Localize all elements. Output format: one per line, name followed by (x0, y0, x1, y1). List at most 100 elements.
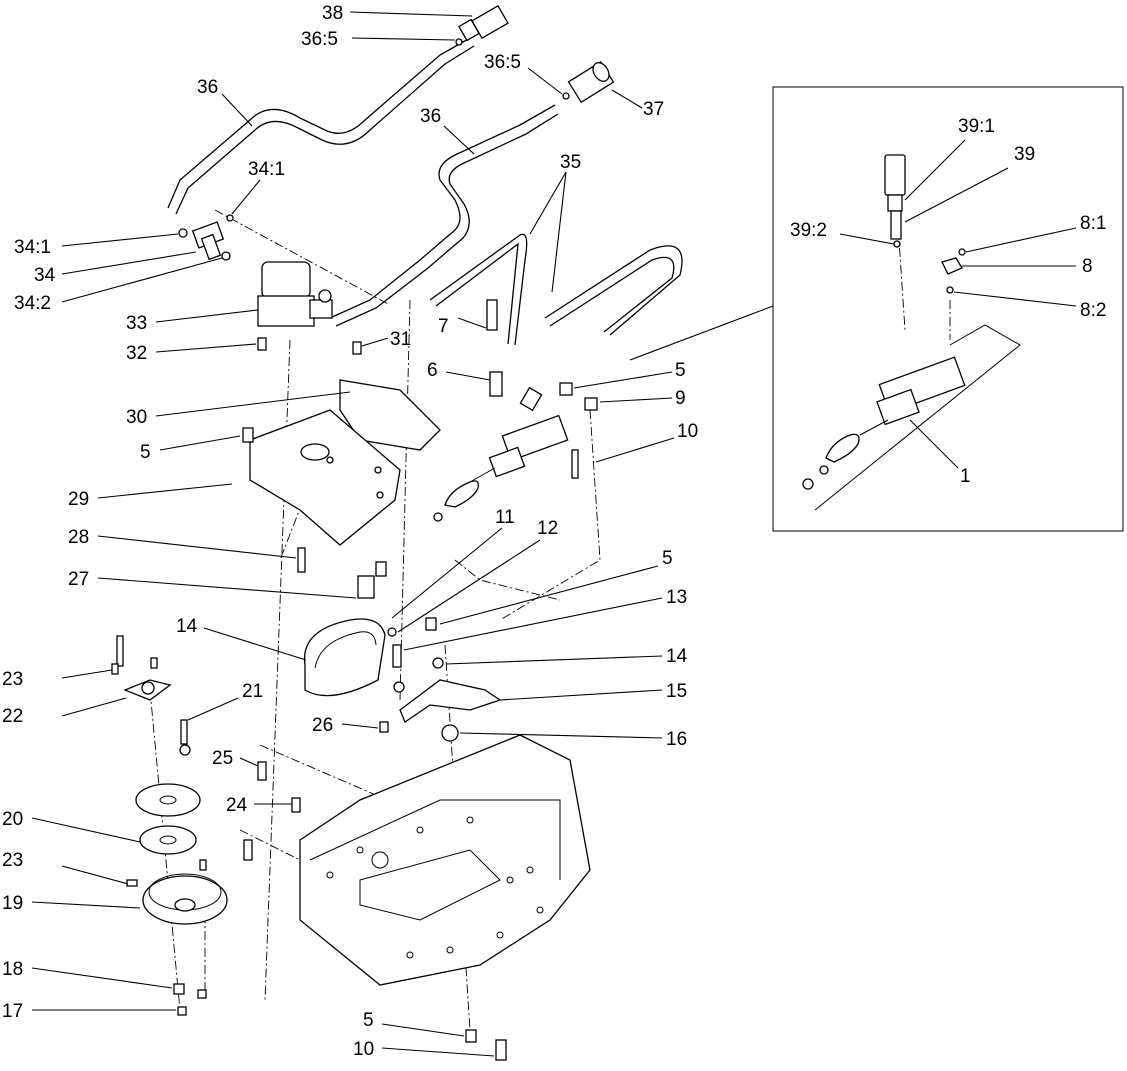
callout-1: 1 (960, 466, 971, 487)
callout-38: 38 (322, 3, 343, 24)
callout-8: 8 (1082, 256, 1093, 277)
nut-5-b (242, 427, 254, 443)
callout-7: 7 (438, 316, 449, 337)
callout-37: 37 (643, 99, 664, 120)
callout-22: 22 (2, 706, 23, 727)
bolt-base (243, 839, 253, 861)
bushing-16 (441, 724, 459, 742)
hose-35-b-inner (549, 256, 675, 333)
tee-fitting-34 (178, 214, 234, 261)
callout-29: 29 (68, 489, 89, 510)
callout-33: 33 (126, 313, 147, 334)
bolt-28 (297, 547, 306, 573)
hose-36-lower-inner (335, 113, 559, 327)
callout-20: 20 (2, 809, 23, 830)
sensor-bracket-22 (123, 679, 172, 701)
callout-17: 17 (2, 1001, 23, 1022)
inset-detail: 39:1 39 39:2 8:1 8 8:2 1 (629, 86, 1124, 532)
callout-34-1-top: 34:1 (248, 159, 285, 180)
hub-20 (135, 783, 201, 855)
callout-10-bottom: 10 (353, 1039, 374, 1060)
callout-28: 28 (68, 527, 89, 548)
callout-21: 21 (242, 681, 263, 702)
callout-6: 6 (427, 360, 438, 381)
washer-14-b (393, 681, 405, 693)
bracket-30 (339, 379, 441, 451)
bolt-10-b (495, 1039, 507, 1061)
washer-21 (179, 744, 191, 756)
callout-31: 31 (390, 329, 411, 350)
base-plate (299, 734, 591, 986)
callout-12: 12 (537, 518, 558, 539)
alignment-lines (149, 179, 951, 1031)
callout-36-5-right: 36:5 (484, 52, 521, 73)
callout-39-2: 39:2 (790, 220, 827, 241)
callout-18: 18 (2, 959, 23, 980)
inset-frame (772, 86, 1124, 532)
callout-32: 32 (126, 343, 147, 364)
master-cylinder-main (433, 382, 598, 522)
callout-5-bottom: 5 (363, 1010, 374, 1031)
solenoid-valve-33 (257, 261, 333, 327)
hose-36-lower (329, 104, 556, 319)
o-ring-36-5-a (455, 38, 463, 46)
callout-8-2: 8:2 (1080, 300, 1106, 321)
spacer-26 (379, 721, 389, 733)
callout-36-mid: 36 (420, 106, 441, 127)
callout-5-mid: 5 (662, 548, 673, 569)
callout-36-left: 36 (197, 77, 218, 98)
nut-18 (173, 983, 185, 995)
nut-17 (177, 1006, 187, 1016)
nut-5-c (425, 617, 437, 631)
fitting-38 (458, 4, 509, 42)
callout-14-right: 14 (666, 646, 688, 667)
callout-27: 27 (68, 569, 89, 590)
fitting-37 (567, 60, 615, 104)
callout-36-5-top: 36:5 (301, 29, 338, 50)
callout-34-2: 34:2 (14, 293, 51, 314)
callout-34: 34 (34, 265, 56, 286)
callout-30: 30 (126, 407, 147, 428)
pin-24 (291, 797, 301, 813)
lever-15 (399, 679, 502, 723)
nut-right (197, 989, 207, 999)
callout-11: 11 (495, 507, 515, 528)
callout-23-top: 23 (2, 669, 23, 690)
callout-10-top: 10 (677, 421, 698, 442)
callout-14-left: 14 (176, 616, 198, 637)
brake-band-14 (303, 618, 386, 697)
callout-5-left: 5 (140, 442, 151, 463)
callout-8-1: 8:1 (1080, 213, 1106, 234)
hose-35-a-inner (435, 242, 519, 345)
hose-35-a (429, 233, 528, 346)
callout-35: 35 (560, 152, 581, 173)
hose-36-upper-inner (175, 45, 475, 215)
o-ring-36-5-b (562, 92, 570, 100)
hose-35-b (544, 245, 683, 336)
nut-5-d (465, 1029, 477, 1043)
screw-23-d (199, 859, 207, 871)
callout-19: 19 (2, 893, 23, 914)
callout-9: 9 (675, 388, 686, 409)
callout-39-1: 39:1 (958, 116, 995, 137)
callout-24: 24 (226, 795, 248, 816)
callout-39: 39 (1014, 144, 1035, 165)
screw-23-a (111, 663, 119, 675)
screw-32 (257, 337, 267, 351)
pin-7 (486, 299, 498, 331)
callout-15: 15 (666, 681, 687, 702)
washer-12 (387, 627, 397, 637)
pulley-19 (142, 873, 228, 925)
washer-14 (432, 657, 444, 669)
nut-27 (375, 561, 387, 577)
screw-31 (352, 341, 362, 355)
hose-assembly (167, 37, 683, 346)
screw-22 (116, 635, 124, 667)
link-27 (357, 575, 375, 599)
screw-23-c (126, 879, 138, 887)
callouts-main: 38 36:5 36:5 37 36 36 34:1 35 34:1 34 34… (2, 3, 698, 1060)
screw-21 (180, 719, 188, 745)
callout-25: 25 (212, 748, 233, 769)
callout-5-top: 5 (675, 360, 686, 381)
